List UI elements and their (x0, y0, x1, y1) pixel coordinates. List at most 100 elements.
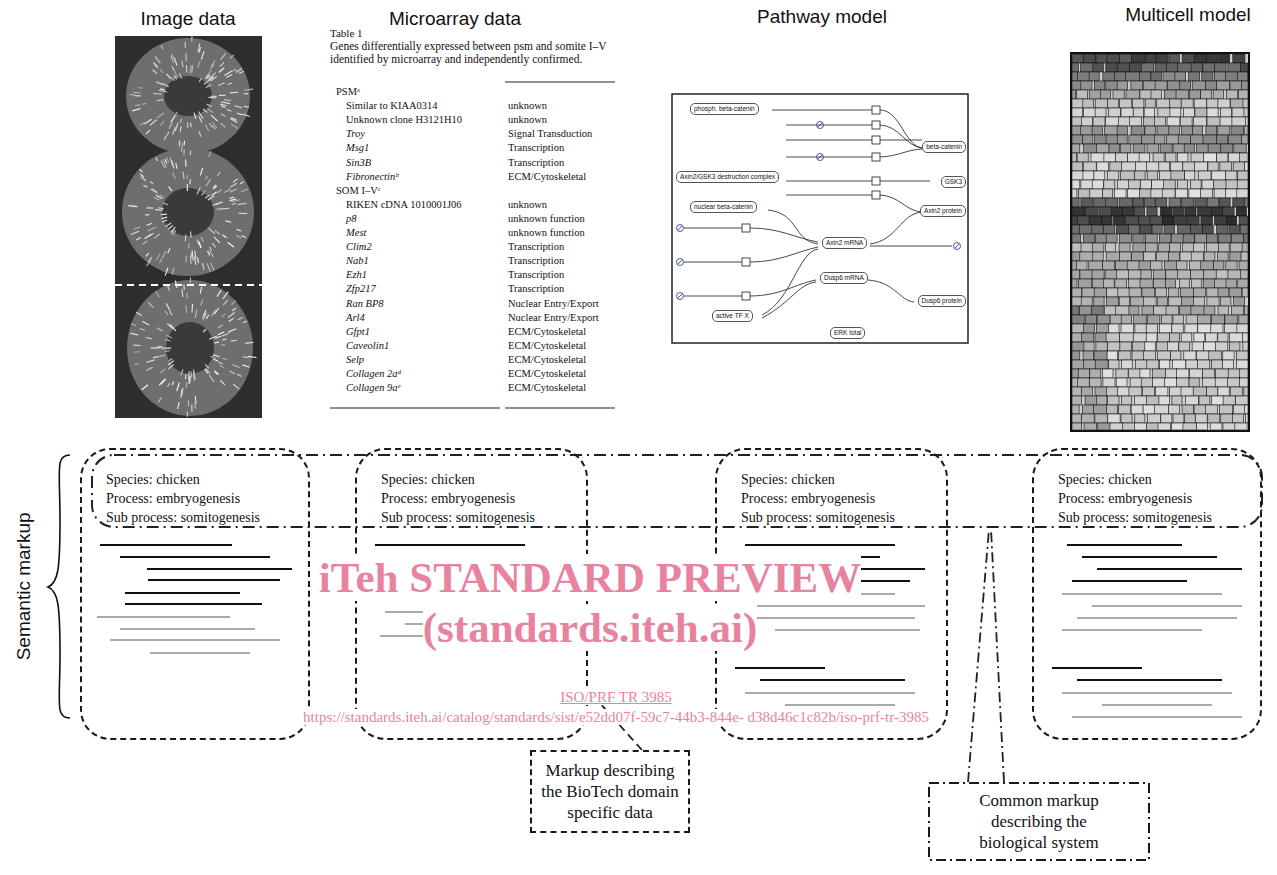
cell (1245, 162, 1248, 171)
pathway-species-box: beta-catenin (922, 141, 966, 153)
cell (1169, 198, 1181, 207)
label-box: Microarray data (389, 8, 521, 31)
cell (1191, 306, 1205, 315)
cell-texture (211, 115, 218, 121)
cell (1072, 135, 1082, 144)
cell-texture (244, 106, 249, 107)
pathway-network (870, 246, 952, 247)
cell (1072, 180, 1080, 189)
cell-texture (140, 122, 145, 125)
cell (1210, 423, 1222, 430)
cell (1220, 162, 1232, 171)
markup-lines (1102, 704, 1212, 706)
pathway-network (677, 293, 684, 300)
cell (1156, 387, 1168, 396)
cell-texture (209, 151, 211, 157)
cell-texture (237, 374, 242, 376)
cell-texture (217, 208, 224, 210)
cell-texture (230, 183, 237, 187)
cell (1095, 234, 1107, 243)
cell (1230, 243, 1243, 252)
cell-texture (237, 113, 242, 115)
cell (1190, 90, 1201, 99)
cell (1107, 54, 1120, 63)
cell (1180, 117, 1192, 126)
cell (1174, 216, 1187, 225)
pathway-network (786, 195, 922, 212)
cell (1129, 225, 1140, 234)
leader-line (968, 529, 989, 782)
table-cell: Collagen 2aᵈ (346, 368, 401, 379)
cell (1134, 315, 1147, 324)
cell-texture (167, 157, 169, 163)
cell-texture (201, 300, 203, 306)
cell-texture (202, 263, 204, 270)
cell (1220, 144, 1233, 153)
cell-texture (205, 75, 209, 80)
cell (1126, 90, 1140, 99)
watermark-text: ISO/PRF TR 3985 (560, 689, 671, 705)
cell-texture (245, 89, 254, 90)
markup-lines (148, 579, 280, 581)
table-cell: ECM/Cytoskeletal (508, 340, 586, 351)
cell (1072, 225, 1079, 234)
pathway-network (786, 181, 930, 182)
table-cell: Msg1 (346, 142, 369, 153)
cell-texture (188, 371, 189, 379)
pathway-network (872, 191, 880, 199)
cell (1084, 324, 1095, 333)
cell-texture (202, 191, 206, 196)
cell (1179, 279, 1189, 288)
cell-texture (203, 109, 207, 112)
cell-texture (151, 189, 158, 193)
cell (1110, 315, 1121, 324)
cell (1181, 297, 1195, 306)
cell (1158, 243, 1169, 252)
cell (1175, 189, 1187, 198)
label-box: Transcription (508, 283, 564, 296)
cell-texture (151, 347, 160, 348)
cell (1072, 369, 1078, 378)
cell (1186, 360, 1198, 369)
cell-texture (173, 127, 176, 135)
cell-texture (214, 342, 219, 344)
label-box: ECM/Cytoskeletal (508, 354, 586, 367)
cell-texture (162, 220, 167, 222)
cell (1109, 360, 1119, 369)
cell-texture (161, 214, 167, 216)
cell-texture (248, 356, 257, 357)
cell (1226, 72, 1238, 81)
cell (1183, 234, 1195, 243)
cell (1159, 162, 1170, 171)
cell (1083, 171, 1094, 180)
cell-texture (188, 243, 189, 248)
cell (1226, 180, 1239, 189)
cell (1144, 198, 1156, 207)
cell (1198, 324, 1212, 333)
pathway-network (872, 153, 880, 161)
cell (1077, 153, 1088, 162)
cell (1215, 378, 1229, 387)
cell-texture (222, 339, 227, 340)
pathway-species-box: phosph. beta-catenin (690, 103, 759, 115)
cell (1177, 369, 1189, 378)
cell-texture (131, 231, 139, 234)
cell (1072, 198, 1079, 207)
cell (1079, 306, 1091, 315)
cell (1178, 270, 1191, 279)
cell (1081, 243, 1094, 252)
cell (1072, 414, 1081, 423)
cell (1132, 351, 1145, 360)
cell (1245, 117, 1248, 126)
cell-texture (174, 75, 177, 79)
cell (1233, 198, 1245, 207)
pathway-network (768, 210, 818, 244)
cell (1237, 180, 1248, 189)
cell (1226, 216, 1236, 225)
table-cell: Collagen 9aᵉ (346, 382, 400, 393)
cell (1172, 396, 1182, 405)
pathway-network (872, 121, 880, 129)
pathway-network (872, 106, 880, 114)
cell (1145, 342, 1155, 351)
pathway-species-box: Axin2 protein (920, 205, 966, 217)
